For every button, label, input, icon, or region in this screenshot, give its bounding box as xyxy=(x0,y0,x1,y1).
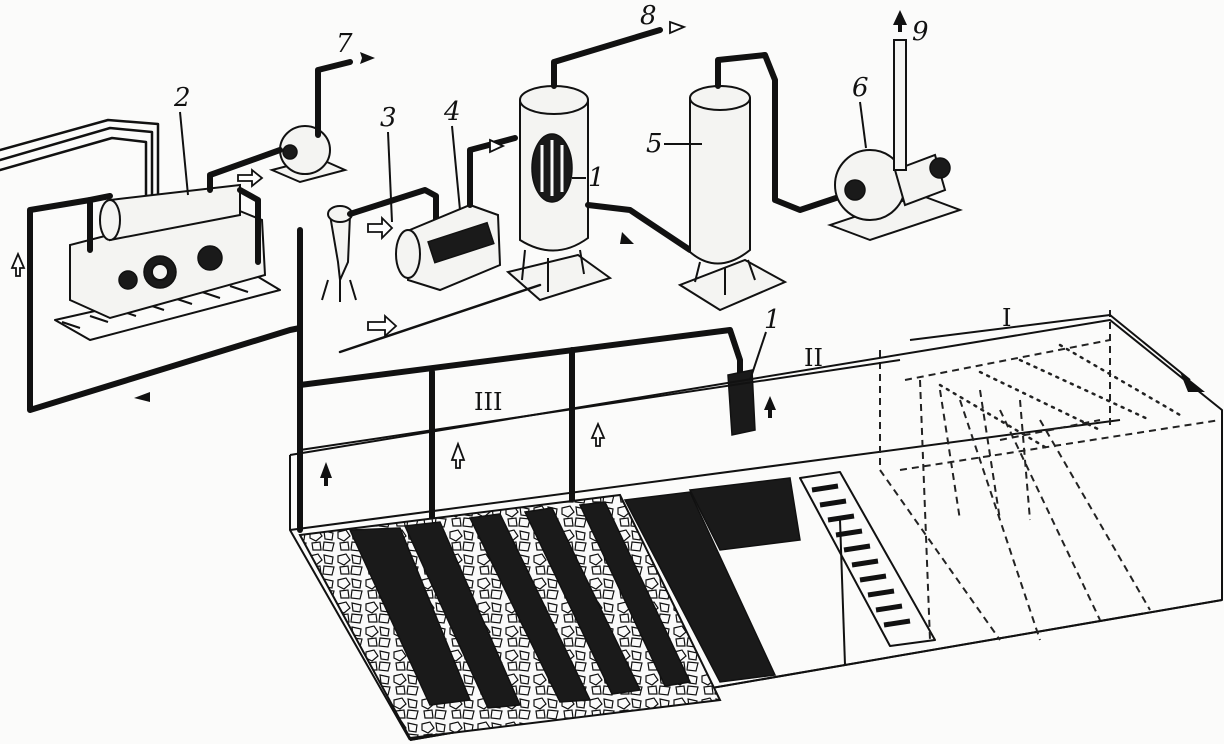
treatment-bed xyxy=(289,310,1223,741)
label-column-5: 5 xyxy=(646,129,663,159)
leader-3 xyxy=(387,131,393,223)
label-separator-3: 3 xyxy=(380,103,397,133)
inlet-lines xyxy=(0,118,160,202)
label-compressor-2: 2 xyxy=(173,83,191,113)
separator-unit-3 xyxy=(321,187,439,302)
dashed-subsurface xyxy=(879,310,1221,641)
label-blower-6: 6 xyxy=(852,73,869,103)
label-reactor-1: 1 xyxy=(588,163,605,193)
zone-label-III: III xyxy=(474,388,502,416)
label-exhaust-9: 9 xyxy=(912,17,929,47)
zone-label-I: I xyxy=(1002,304,1011,332)
reactor-vessel-1 xyxy=(505,20,693,302)
column-unit-5 xyxy=(677,52,848,312)
label-pump-7: 7 xyxy=(336,29,353,59)
compressor-unit-2 xyxy=(54,183,281,341)
inline-filter-1 xyxy=(727,369,756,436)
leader-1b xyxy=(749,331,767,381)
label-outlet-8: 8 xyxy=(640,1,657,31)
leader-6 xyxy=(859,101,867,149)
perforated-pipes xyxy=(348,477,801,709)
heat-exchanger-4 xyxy=(395,135,518,292)
label-filter-1: 1 xyxy=(764,305,781,335)
leader-2 xyxy=(179,111,189,196)
pump-unit-7 xyxy=(207,52,375,193)
leader-4 xyxy=(451,125,461,211)
blower-unit-6 xyxy=(827,10,963,242)
zone-label-II: II xyxy=(804,344,823,372)
ladder-structure xyxy=(799,471,936,666)
label-exchanger-4: 4 xyxy=(443,97,461,127)
